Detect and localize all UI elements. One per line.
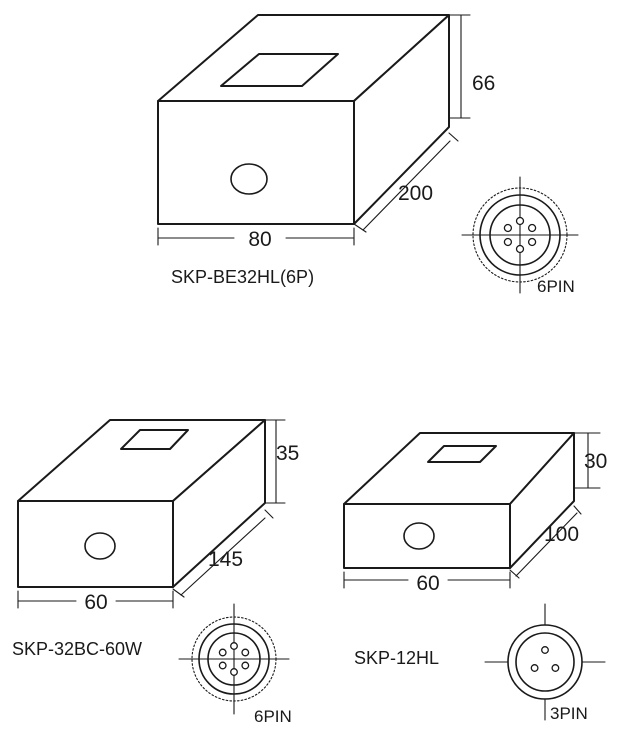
connector-pin-hole	[218, 648, 227, 657]
connector-pin-hole	[230, 642, 238, 650]
box3-top-window	[427, 445, 497, 463]
connector-pin-hole	[503, 237, 513, 247]
connector-pin-hole	[515, 216, 525, 226]
connector-pin-hole	[218, 661, 227, 670]
box3-width-dim: 60	[416, 572, 439, 595]
box3-connector-label: 3PIN	[550, 704, 588, 723]
connector-face	[515, 632, 575, 692]
box2-model-label: SKP-32BC-60W	[12, 639, 142, 659]
box1-connector-label: 6PIN	[537, 277, 575, 296]
connector-pin-hole	[241, 648, 250, 657]
box2-cable-hole	[84, 532, 116, 560]
box1-depth-dim: 200	[398, 182, 433, 205]
connector-pin-hole	[230, 668, 238, 676]
box3-depth-dim: 100	[544, 523, 579, 546]
box-skp-be32hl: 66 200 80 SKP-BE32HL(6P)	[157, 14, 495, 287]
box2-connector-label: 6PIN	[254, 707, 292, 726]
connector-pin-hole	[527, 223, 537, 233]
box2-front-face	[17, 500, 174, 588]
connector-pin-hole	[530, 664, 539, 672]
connector-pin-hole	[241, 661, 250, 670]
box1-height-dim: 66	[472, 72, 495, 95]
box3-cable-hole	[403, 522, 435, 550]
box-skp-12hl: 30 100 60 SKP-12HL	[343, 432, 607, 668]
connector-pins	[218, 642, 250, 676]
box2-width-dim: 60	[84, 591, 107, 614]
connector-outer-ring	[507, 624, 583, 700]
box1-top-window	[220, 53, 339, 87]
box2-top-window	[120, 429, 189, 450]
box-skp-32bc-60w: 35 145 60 SKP-32BC-60W	[12, 419, 299, 659]
connector-pin-hole	[541, 646, 549, 654]
box1-cable-hole	[230, 163, 268, 195]
box3-front-face	[343, 503, 511, 569]
box1-model-label: SKP-BE32HL(6P)	[171, 267, 314, 287]
connector-pins	[503, 216, 537, 254]
connector-pin-hole	[515, 244, 525, 254]
box1-connector	[461, 176, 579, 294]
box3-model-label: SKP-12HL	[354, 648, 439, 668]
connector-pin-hole	[527, 237, 537, 247]
box2-depth-dim: 145	[208, 548, 243, 571]
box1-width-dim: 80	[248, 228, 271, 251]
box1-front-face	[157, 100, 355, 225]
box2-connector	[178, 603, 290, 715]
box3-height-dim: 30	[584, 450, 607, 473]
connector-pins	[530, 646, 560, 672]
box3-connector	[484, 603, 606, 721]
connector-pin-hole	[551, 664, 560, 672]
connector-pin-hole	[503, 223, 513, 233]
box2-height-dim: 35	[276, 442, 299, 465]
